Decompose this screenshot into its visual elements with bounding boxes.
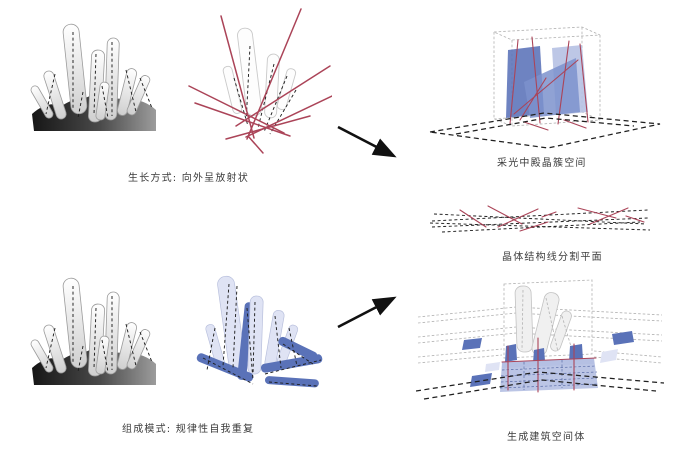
quartz-cluster-photo-bottom [30, 277, 156, 385]
atrium-axonometric-diagram [429, 26, 661, 149]
process-arrow-top [337, 125, 397, 158]
building-volume-label: 生成建筑空间体 [507, 432, 586, 443]
blue-crystal-abstraction-diagram [196, 275, 323, 388]
process-arrow-bottom [337, 296, 397, 329]
plane-division-label: 晶体结构线分割平面 [502, 252, 603, 263]
growth-mode-label: 生长方式: 向外呈放射状 [128, 173, 249, 184]
quartz-cluster-photo-top [30, 23, 156, 131]
building-massing-diagram [416, 279, 664, 400]
plane-division-diagram [430, 205, 650, 233]
radial-growth-analysis-diagram [188, 8, 332, 154]
composition-mode-label: 组成模式: 规律性自我重复 [122, 424, 255, 435]
crystal-space-label: 采光中殿晶簇空间 [497, 158, 587, 169]
